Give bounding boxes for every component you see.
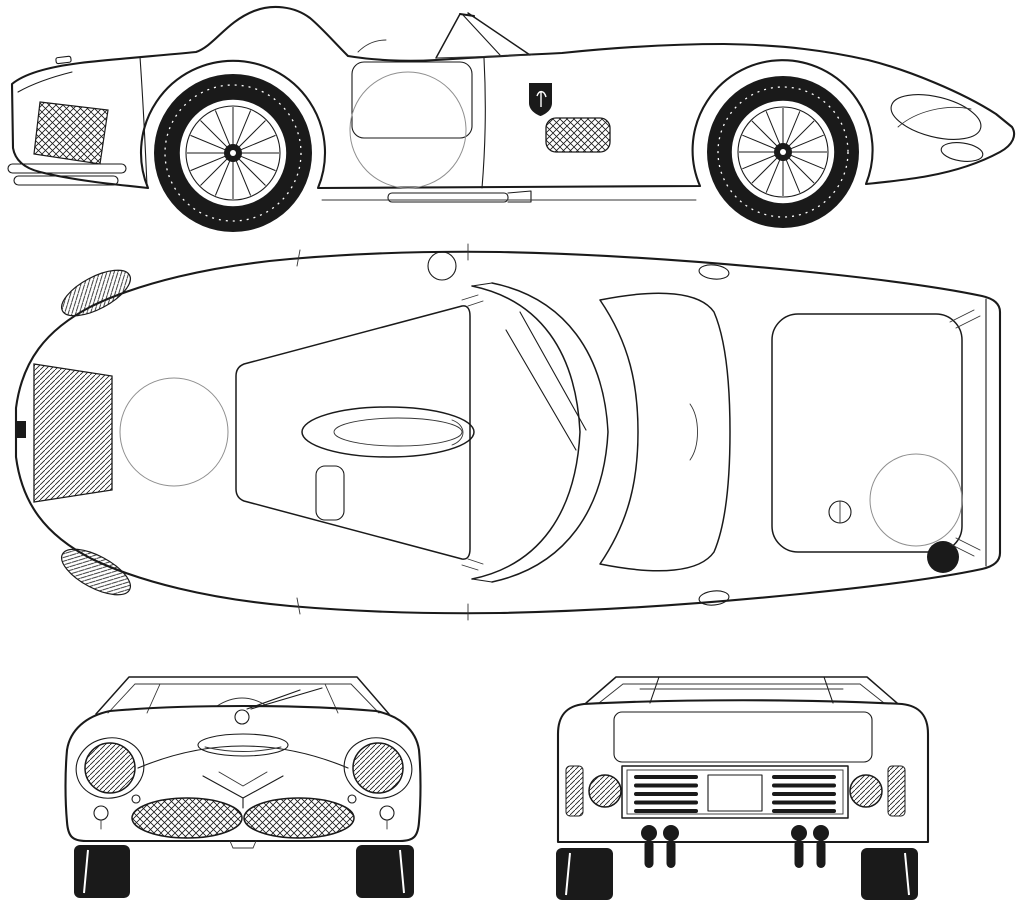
tail-mesh-vent: [33, 101, 109, 165]
windscreen-side: [435, 12, 533, 59]
fuel-filler-cap: [55, 55, 72, 65]
rear-vent-right: [887, 765, 906, 817]
front-grille-left: [131, 797, 243, 839]
headlight-cover-left: [61, 269, 131, 317]
front-marker-lights: [93, 794, 395, 830]
nose-intake-mesh: [33, 363, 113, 503]
nose-details: [890, 94, 984, 162]
hood-chevron-creases: [202, 771, 284, 809]
nose-badge-mark: [17, 421, 26, 438]
rear-wheel: [154, 74, 312, 232]
taillight-right: [849, 774, 883, 808]
taillight-left: [588, 774, 622, 808]
fuel-cap-dark: [927, 541, 959, 573]
deck-latch-marks: [949, 309, 981, 557]
rear-deck-panel: [771, 309, 981, 573]
rear-vent-left: [565, 765, 584, 817]
front-view-drawing: [64, 676, 422, 898]
side-filler-right: [698, 590, 730, 606]
front-grille-right: [243, 797, 355, 839]
rear-roll-hoop: [585, 676, 898, 704]
front-wheel: [707, 76, 859, 228]
headlight-cover-right: [61, 548, 131, 596]
headrest-hump: [216, 697, 268, 707]
tail-recess-panel: [613, 711, 873, 763]
side-body-outline: [10, 5, 1016, 190]
grille-slats-right: [772, 775, 836, 813]
scoop-vent-rect: [315, 465, 345, 521]
grille-slats-left: [634, 775, 698, 813]
cowl-mirror: [234, 709, 250, 725]
cockpit-detail: [357, 39, 387, 53]
exhaust-tips: [641, 825, 829, 868]
fender-mesh-vent: [545, 117, 611, 153]
side-view-drawing: [7, 5, 1016, 232]
rear-panel-seam: [139, 56, 148, 187]
front-panel-seam: [481, 57, 486, 189]
front-view-tires: [74, 845, 414, 898]
top-view-drawing: [14, 243, 1002, 621]
hood-panel-outline: [235, 305, 471, 560]
side-filler-left: [698, 264, 730, 280]
license-plate-area: [707, 774, 763, 812]
front-windscreen: [95, 676, 390, 725]
rear-exhaust-pipes: [7, 163, 127, 186]
headlight-right: [343, 737, 413, 799]
nose-oval-light: [940, 142, 984, 162]
panel-joint-ticks: [296, 243, 469, 621]
door-styling-circle: [349, 71, 467, 189]
headlight-left: [75, 737, 145, 799]
rear-body-outline: [556, 699, 930, 844]
top-body-outline: [14, 250, 1002, 615]
front-hood-scoop: [197, 733, 289, 757]
wiper-lines: [505, 311, 587, 451]
tail-fin: [17, 55, 109, 165]
cowl-filler-cap: [427, 251, 457, 281]
rear-view-tires: [556, 848, 918, 900]
front-bottom-notch: [229, 840, 257, 849]
headlight-cover-side: [890, 94, 982, 140]
cockpit-opening: [599, 292, 731, 572]
hood-styling-circle: [119, 377, 229, 487]
hood-hinge-marks: [461, 294, 484, 571]
hood-air-scoop: [301, 406, 475, 458]
side-exhaust: [321, 190, 697, 203]
front-body-outline: [64, 704, 422, 843]
ferrari-shield-badge: [529, 83, 552, 116]
spare-wheel-circle: [869, 453, 963, 547]
rear-grille: [621, 765, 849, 819]
door-panel: [351, 61, 473, 139]
rear-view-drawing: [556, 676, 930, 900]
hood-bulge-arc: [137, 745, 349, 769]
windscreen-plan: [471, 282, 609, 583]
